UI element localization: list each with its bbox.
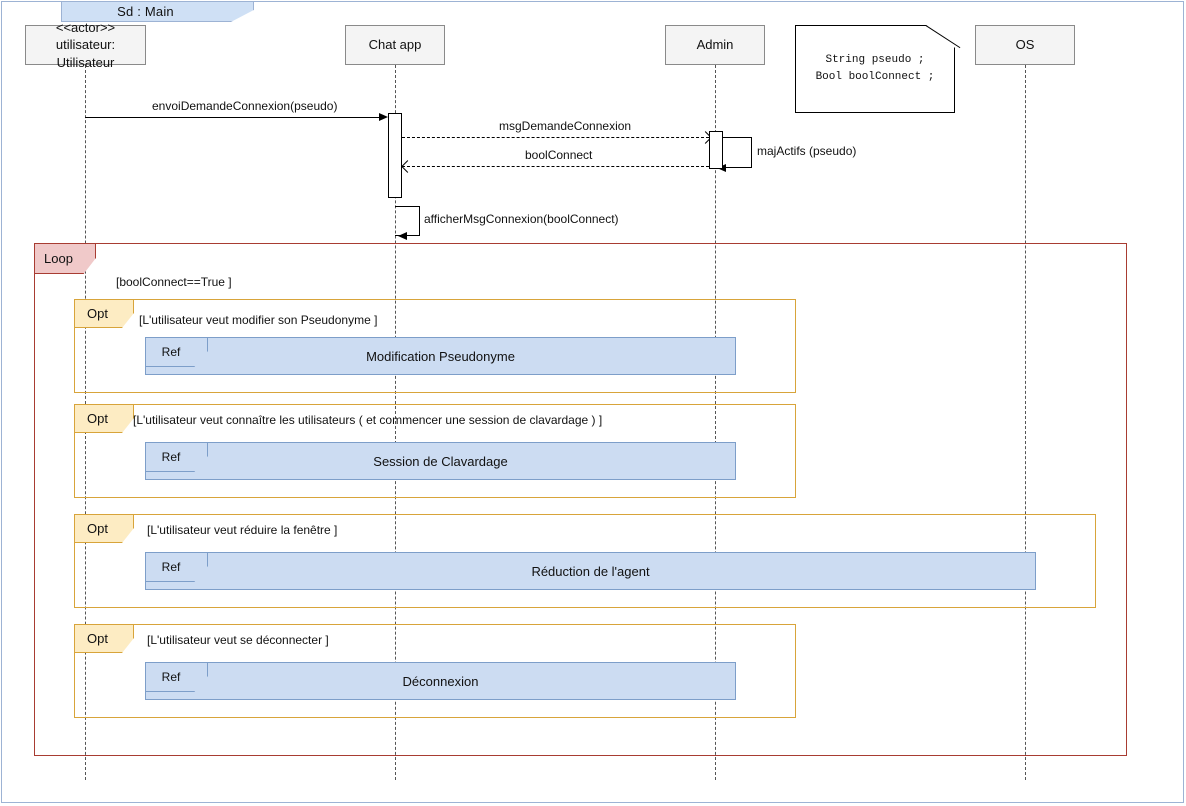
lifeline-chat-app [395,65,396,780]
message-line-bool-connect [402,166,709,167]
fragment-opt-2-label: Opt [74,404,134,433]
ref-box-modification-pseudonyme[interactable]: Ref Modification Pseudonyme [145,337,736,375]
fragment-opt-2-label-text: Opt [87,411,108,426]
note-variables: String pseudo ; Bool boolConnect ; [795,25,955,113]
self-message-afficher-msg-connexion [395,206,420,236]
fragment-opt-2[interactable] [74,404,796,498]
arrowhead-envoi-demande-connexion [379,112,388,121]
fragment-loop-label: Loop [34,243,96,274]
ref-tag-3-text: Ref [161,560,181,574]
lifeline-label-chat-app: Chat app [368,37,422,53]
lifeline-head-os[interactable]: OS [975,25,1075,65]
lifeline-admin [715,65,716,780]
diagram-title: Sd : Main [117,4,174,19]
activation-admin [709,131,723,169]
lifeline-stereotype-utilisateur: <<actor>> [55,20,116,36]
ref-tag-2: Ref [146,443,208,472]
lifeline-head-utilisateur[interactable]: <<actor>> utilisateur: Utilisateur [25,20,146,70]
lifeline-label-os: OS [1015,37,1035,53]
fragment-opt-4[interactable] [74,624,796,718]
fragment-opt-1[interactable] [74,299,796,393]
note-line-2: Bool boolConnect ; [815,71,935,83]
ref-box-reduction-de-l-agent[interactable]: Ref Réduction de l'agent [145,552,1036,590]
lifeline-label-admin: Admin [696,37,734,53]
ref-title-1: Modification Pseudonyme [366,348,515,364]
message-label-envoi-demande-connexion: envoiDemandeConnexion(pseudo) [152,99,338,113]
ref-tag-4-text: Ref [161,670,181,684]
fragment-opt-3-guard: [L'utilisateur veut réduire la fenêtre ] [147,523,338,537]
fragment-opt-4-label: Opt [74,624,134,653]
fragment-loop-guard: [boolConnect==True ] [116,275,232,289]
fragment-opt-2-guard: [L'utilisateur veut connaître les utilis… [133,413,603,427]
fragment-opt-1-label-text: Opt [87,306,108,321]
ref-tag-1: Ref [146,338,208,367]
message-label-maj-actifs: majActifs (pseudo) [757,144,857,158]
lifeline-head-admin[interactable]: Admin [665,25,765,65]
ref-tag-3: Ref [146,553,208,582]
ref-box-session-de-clavardage[interactable]: Ref Session de Clavardage [145,442,736,480]
lifeline-os [1025,65,1026,780]
fragment-opt-1-label: Opt [74,299,134,328]
ref-tag-2-text: Ref [161,450,181,464]
message-label-msg-demande-connexion: msgDemandeConnexion [499,119,632,133]
activation-chat-app-main [388,113,402,198]
self-message-maj-actifs [723,137,752,168]
lifeline-label-utilisateur: utilisateur: Utilisateur [55,37,116,70]
message-label-bool-connect: boolConnect [525,148,593,162]
fragment-opt-4-label-text: Opt [87,631,108,646]
message-label-afficher-msg-connexion: afficherMsgConnexion(boolConnect) [424,212,619,226]
ref-title-2: Session de Clavardage [373,453,508,469]
fragment-opt-4-guard: [L'utilisateur veut se déconnecter ] [147,633,329,647]
ref-title-4: Déconnexion [402,673,479,689]
message-line-envoi-demande-connexion [85,117,380,118]
fragment-opt-3-label-text: Opt [87,521,108,536]
arrowhead-afficher-msg-connexion [398,231,407,240]
ref-title-3: Réduction de l'agent [531,563,650,579]
note-line-1: String pseudo ; [825,53,925,66]
message-line-msg-demande-connexion [402,137,709,138]
diagram-frame-tab: Sd : Main [61,1,254,22]
fragment-opt-1-guard: [L'utilisateur veut modifier son Pseudon… [139,313,378,327]
ref-box-deconnexion[interactable]: Ref Déconnexion [145,662,736,700]
ref-tag-4: Ref [146,663,208,692]
fragment-loop-label-text: Loop [44,251,73,266]
fragment-loop[interactable] [34,243,1127,756]
fragment-opt-3[interactable] [74,514,1096,608]
fragment-opt-3-label: Opt [74,514,134,543]
lifeline-head-chat-app[interactable]: Chat app [345,25,445,65]
ref-tag-1-text: Ref [161,345,181,359]
